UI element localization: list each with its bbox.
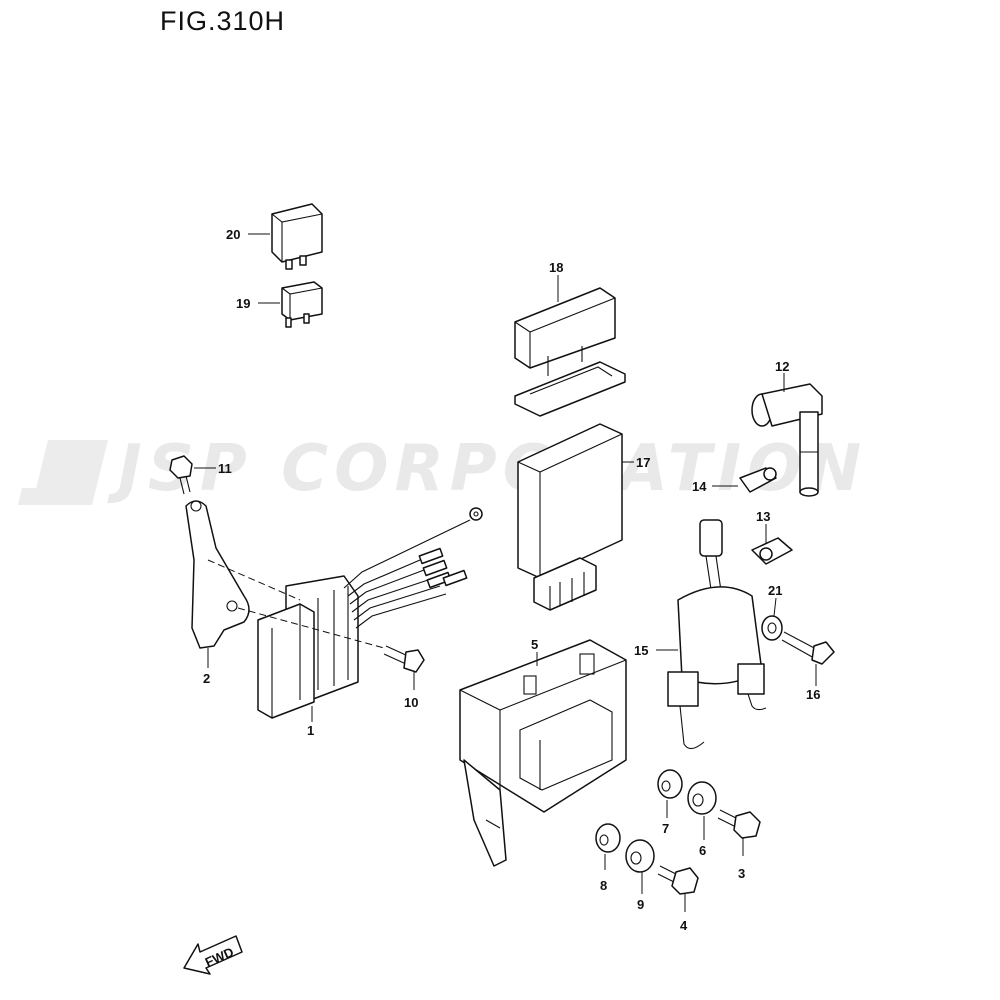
grommet-6-icon bbox=[687, 781, 717, 815]
cushion-8-icon bbox=[595, 823, 621, 853]
regulator-rectifier-icon bbox=[257, 507, 483, 719]
callout-13: 13 bbox=[756, 509, 770, 524]
callout-16: 16 bbox=[806, 687, 820, 702]
washer-21-icon bbox=[761, 615, 783, 641]
bolt-4-icon bbox=[657, 865, 699, 895]
bracket-2-icon bbox=[185, 500, 250, 649]
relay-small-icon bbox=[281, 281, 323, 328]
callout-2: 2 bbox=[203, 671, 210, 686]
forward-direction-arrow-icon: FWD bbox=[183, 935, 243, 975]
grommet-9-icon bbox=[625, 839, 655, 873]
callout-12: 12 bbox=[775, 359, 789, 374]
callout-6: 6 bbox=[699, 843, 706, 858]
cushion-7-icon bbox=[657, 769, 683, 799]
callout-17: 17 bbox=[636, 455, 650, 470]
ignition-coil-icon bbox=[667, 519, 767, 750]
bolt-10-icon bbox=[383, 645, 425, 673]
callout-14: 14 bbox=[692, 479, 707, 494]
callout-18: 18 bbox=[549, 260, 563, 275]
electrical-tray-icon bbox=[459, 639, 627, 867]
clamp-lower-icon bbox=[751, 537, 793, 565]
ecm-cover-icon bbox=[514, 287, 626, 417]
watermark-logo-icon bbox=[18, 440, 108, 505]
callout-1: 1 bbox=[307, 723, 314, 738]
spark-plug-cap-icon bbox=[751, 383, 823, 497]
watermark-text: JSP CORPORATION bbox=[107, 432, 867, 506]
callout-3: 3 bbox=[738, 866, 745, 881]
callout-15: 15 bbox=[634, 643, 648, 658]
callout-21: 21 bbox=[768, 583, 782, 598]
ecm-unit-icon bbox=[517, 423, 623, 611]
callout-5: 5 bbox=[531, 637, 538, 652]
callout-4: 4 bbox=[680, 918, 688, 933]
bolt-3-icon bbox=[717, 809, 761, 839]
clamp-upper-icon bbox=[739, 467, 777, 493]
callout-20: 20 bbox=[226, 227, 240, 242]
figure-title: FIG.310H bbox=[160, 6, 286, 36]
callout-7: 7 bbox=[662, 821, 669, 836]
callout-8: 8 bbox=[600, 878, 607, 893]
assembly-line-b bbox=[237, 607, 385, 649]
relay-large-icon bbox=[271, 203, 323, 270]
callout-10: 10 bbox=[404, 695, 418, 710]
callout-19: 19 bbox=[236, 296, 250, 311]
bolt-16-icon bbox=[781, 631, 835, 665]
callout-9: 9 bbox=[637, 897, 644, 912]
callout-11: 11 bbox=[218, 461, 232, 476]
assembly-line-a bbox=[207, 559, 301, 601]
bolt-11-icon bbox=[169, 455, 193, 495]
